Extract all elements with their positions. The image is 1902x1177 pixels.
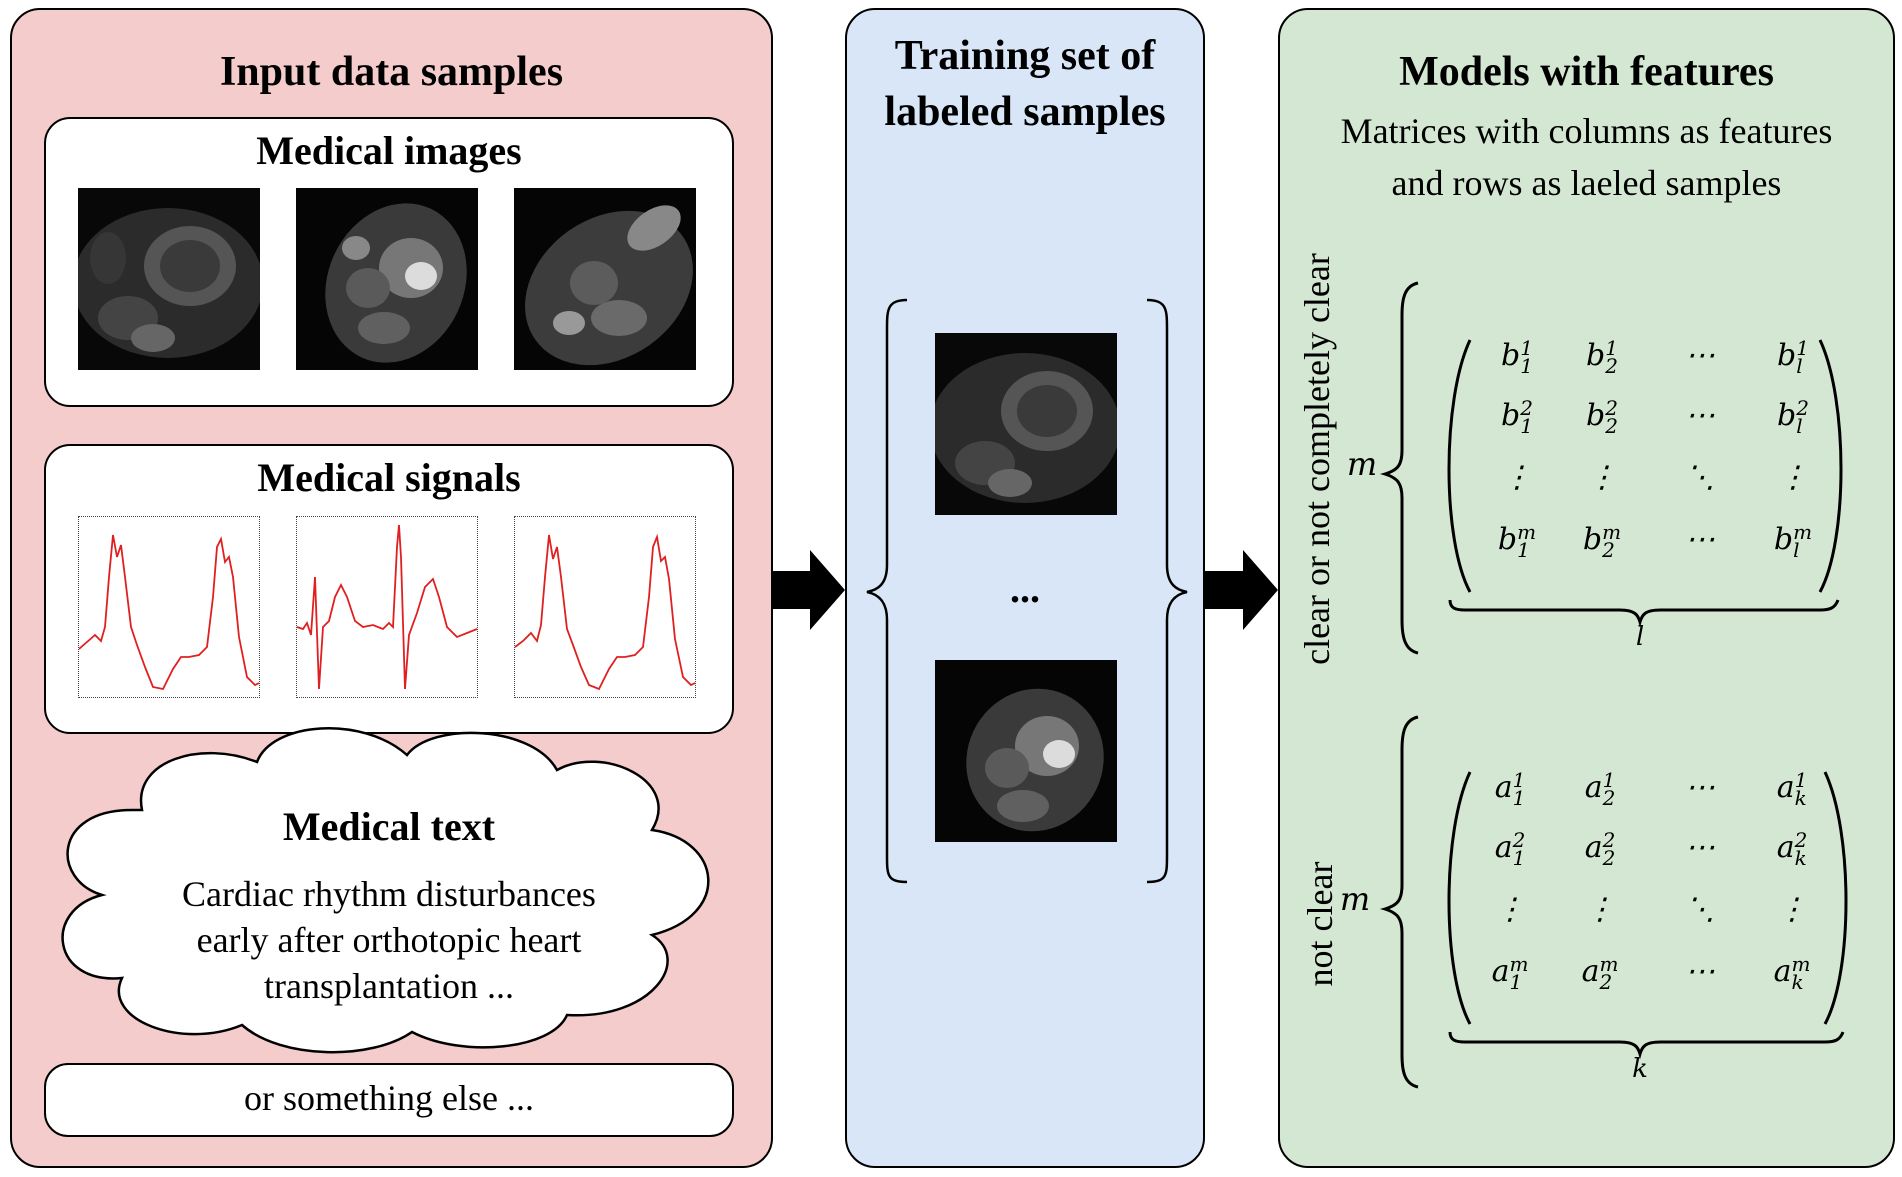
training-ellipsis: ... (1010, 566, 1040, 611)
medical-text-title: Medical text (282, 804, 496, 849)
matrix-hdots: ⋯ (1685, 338, 1715, 373)
matrix-vdots: ⋱ (1685, 892, 1715, 927)
medical-signals-card: Medical signals (44, 444, 734, 734)
matrix-vdots: ⋮ (1587, 460, 1617, 495)
medical-images-title: Medical images (256, 128, 522, 173)
matrix-vdots: ⋮ (1777, 892, 1807, 927)
training-title-line-1: Training set of (894, 33, 1156, 79)
matrix-brackets (1379, 281, 1848, 1089)
training-mri-1 (935, 333, 1117, 515)
medical-images-card: Medical images (44, 117, 734, 407)
models-panel: Models with features Matrices with colum… (1278, 8, 1895, 1168)
models-subtitle-line-2: and rows as laeled samples (1391, 163, 1782, 203)
rows-var-not-clear: m (1339, 880, 1371, 918)
models-panel-title: Models with features (1399, 49, 1774, 95)
set-braces (866, 298, 1188, 884)
input-panel-title: Input data samples (219, 49, 564, 95)
other-data-card: or something else ... (44, 1063, 734, 1137)
matrix-hdots: ⋯ (1685, 954, 1715, 989)
ecg-signal-1 (78, 516, 260, 698)
matrix-vdots: ⋱ (1685, 460, 1715, 495)
models-subtitle-line-1: Matrices with columns as features (1340, 111, 1833, 151)
medical-text-line-1: Cardiac rhythm disturbances (182, 874, 596, 914)
training-title-line-2: labeled samples (884, 89, 1166, 135)
mri-image-2 (296, 188, 478, 370)
arrow-right-icon (1205, 550, 1278, 630)
arrow-right-icon (773, 550, 845, 630)
input-data-panel: Input data samples Medical images (10, 8, 773, 1168)
medical-text-body: Cardiac rhythm disturbances early after … (44, 871, 734, 1009)
ecg-signal-3 (514, 516, 696, 698)
medical-text-line-2: early after orthotopic heart (196, 920, 582, 960)
matrix-vdots: ⋮ (1502, 460, 1532, 495)
other-data-label: or something else ... (244, 1078, 534, 1118)
cols-var-clear: l (1635, 622, 1645, 652)
training-mri-2 (935, 660, 1117, 842)
matrix-hdots: ⋯ (1685, 770, 1715, 805)
rows-var-clear: m (1346, 445, 1378, 483)
ecg-signal-2 (296, 516, 478, 698)
matrix-hdots: ⋯ (1685, 830, 1715, 865)
medical-text-line-3: transplantation ... (264, 966, 514, 1006)
matrix-vdots: ⋮ (1585, 892, 1615, 927)
matrix-vdots: ⋮ (1495, 892, 1525, 927)
mri-image-1 (78, 188, 260, 370)
matrix-hdots: ⋯ (1685, 522, 1715, 557)
left-brace (866, 298, 908, 884)
right-brace (1146, 298, 1188, 884)
matrix-vdots: ⋮ (1778, 460, 1808, 495)
matrix-hdots: ⋯ (1685, 398, 1715, 433)
cols-var-not-clear: k (1632, 1054, 1648, 1084)
mri-image-3 (514, 188, 696, 370)
training-set-panel: Training set of labeled samples ... (845, 8, 1205, 1168)
medical-signals-title: Medical signals (257, 455, 521, 500)
